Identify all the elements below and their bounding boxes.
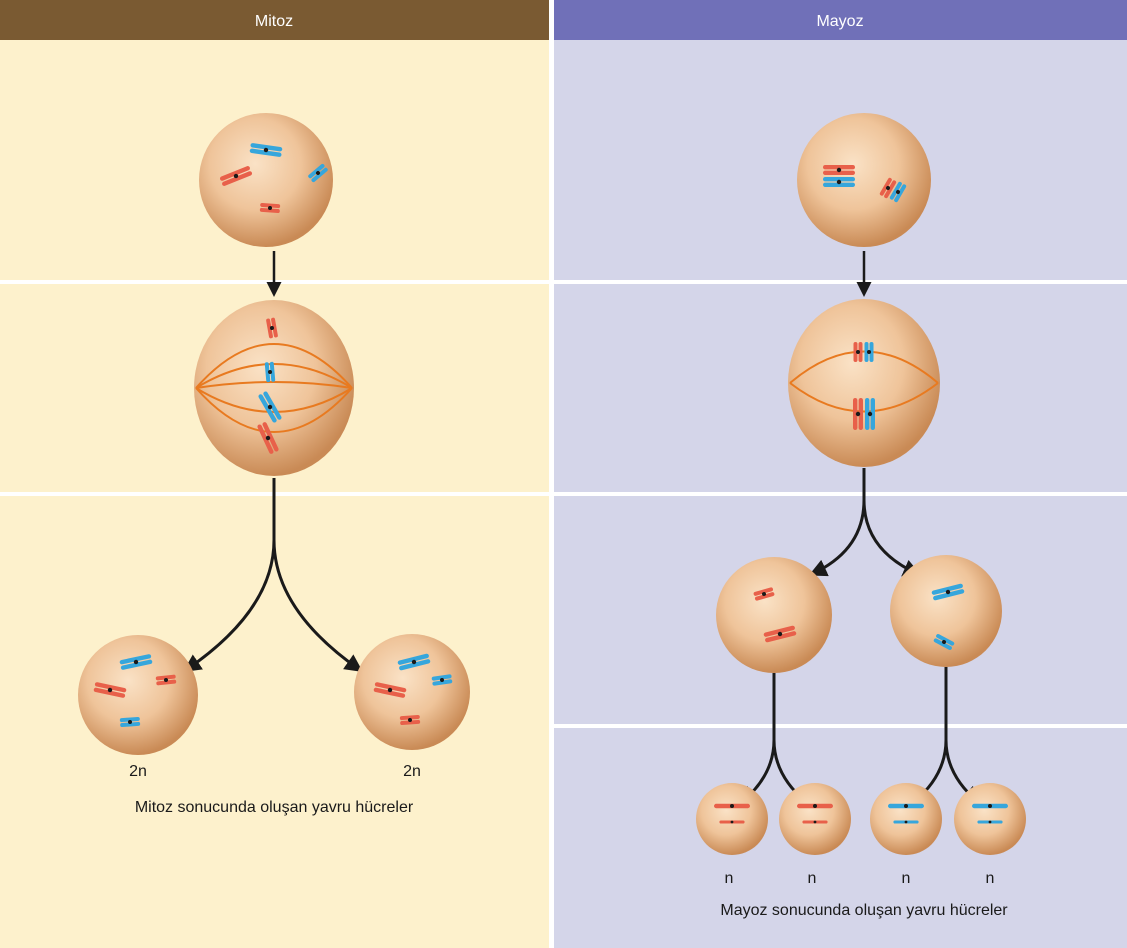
ploidy-label: n [725, 870, 734, 887]
mitosis-parent-cell [199, 113, 333, 247]
cell-body [797, 113, 931, 247]
chromatid-red [714, 804, 750, 808]
ploidy-label: 2n [403, 763, 421, 780]
meiosis-header-title: Mayoz [816, 13, 863, 30]
meiosis-ii-cell [870, 783, 942, 855]
cell-body [890, 555, 1002, 667]
ploidy-label: n [902, 870, 911, 887]
cell-body [779, 783, 851, 855]
ploidy-label: n [808, 870, 817, 887]
cell-body [954, 783, 1026, 855]
cell-body [870, 783, 942, 855]
meiosis-metaphase-cell [788, 299, 940, 467]
chromosome-red [260, 203, 281, 213]
stage-divider [554, 280, 1127, 284]
chromosome-blue [265, 362, 276, 383]
chromatid-blue [893, 820, 918, 823]
mitosis-header-title: Mitoz [255, 13, 293, 30]
mitosis-daughter-cell-right [354, 634, 470, 750]
mitosis-metaphase-cell [194, 300, 354, 476]
mitosis-caption: Mitoz sonucunda oluşan yavru hücreler [135, 799, 414, 816]
ploidy-label: n [986, 870, 995, 887]
chromatid-blue [888, 804, 924, 808]
chromatid-blue [977, 820, 1002, 823]
chromatid-red [719, 820, 744, 823]
ploidy-label: 2n [129, 763, 147, 780]
chromatid-blue [972, 804, 1008, 808]
stage-divider [554, 492, 1127, 496]
cell-body [354, 634, 470, 750]
meiosis-ii-cell [779, 783, 851, 855]
meiosis-caption: Mayoz sonucunda oluşan yavru hücreler [720, 902, 1008, 919]
meiosis-ii-cell [696, 783, 768, 855]
stage-divider [554, 724, 1127, 728]
chromatid-red [802, 820, 827, 823]
meiosis-i-cell-right [890, 555, 1002, 667]
chromatid-red [797, 804, 833, 808]
chromosome-red [400, 715, 421, 725]
cell-body [788, 299, 940, 467]
meiosis-ii-cell [954, 783, 1026, 855]
meiosis-parent-cell [797, 113, 931, 247]
cell-body [716, 557, 832, 673]
cell-body [78, 635, 198, 755]
cell-body [696, 783, 768, 855]
meiosis-i-cell-left [716, 557, 832, 673]
mitosis-daughter-cell-left [78, 635, 198, 755]
chromosome-blue [120, 717, 141, 727]
